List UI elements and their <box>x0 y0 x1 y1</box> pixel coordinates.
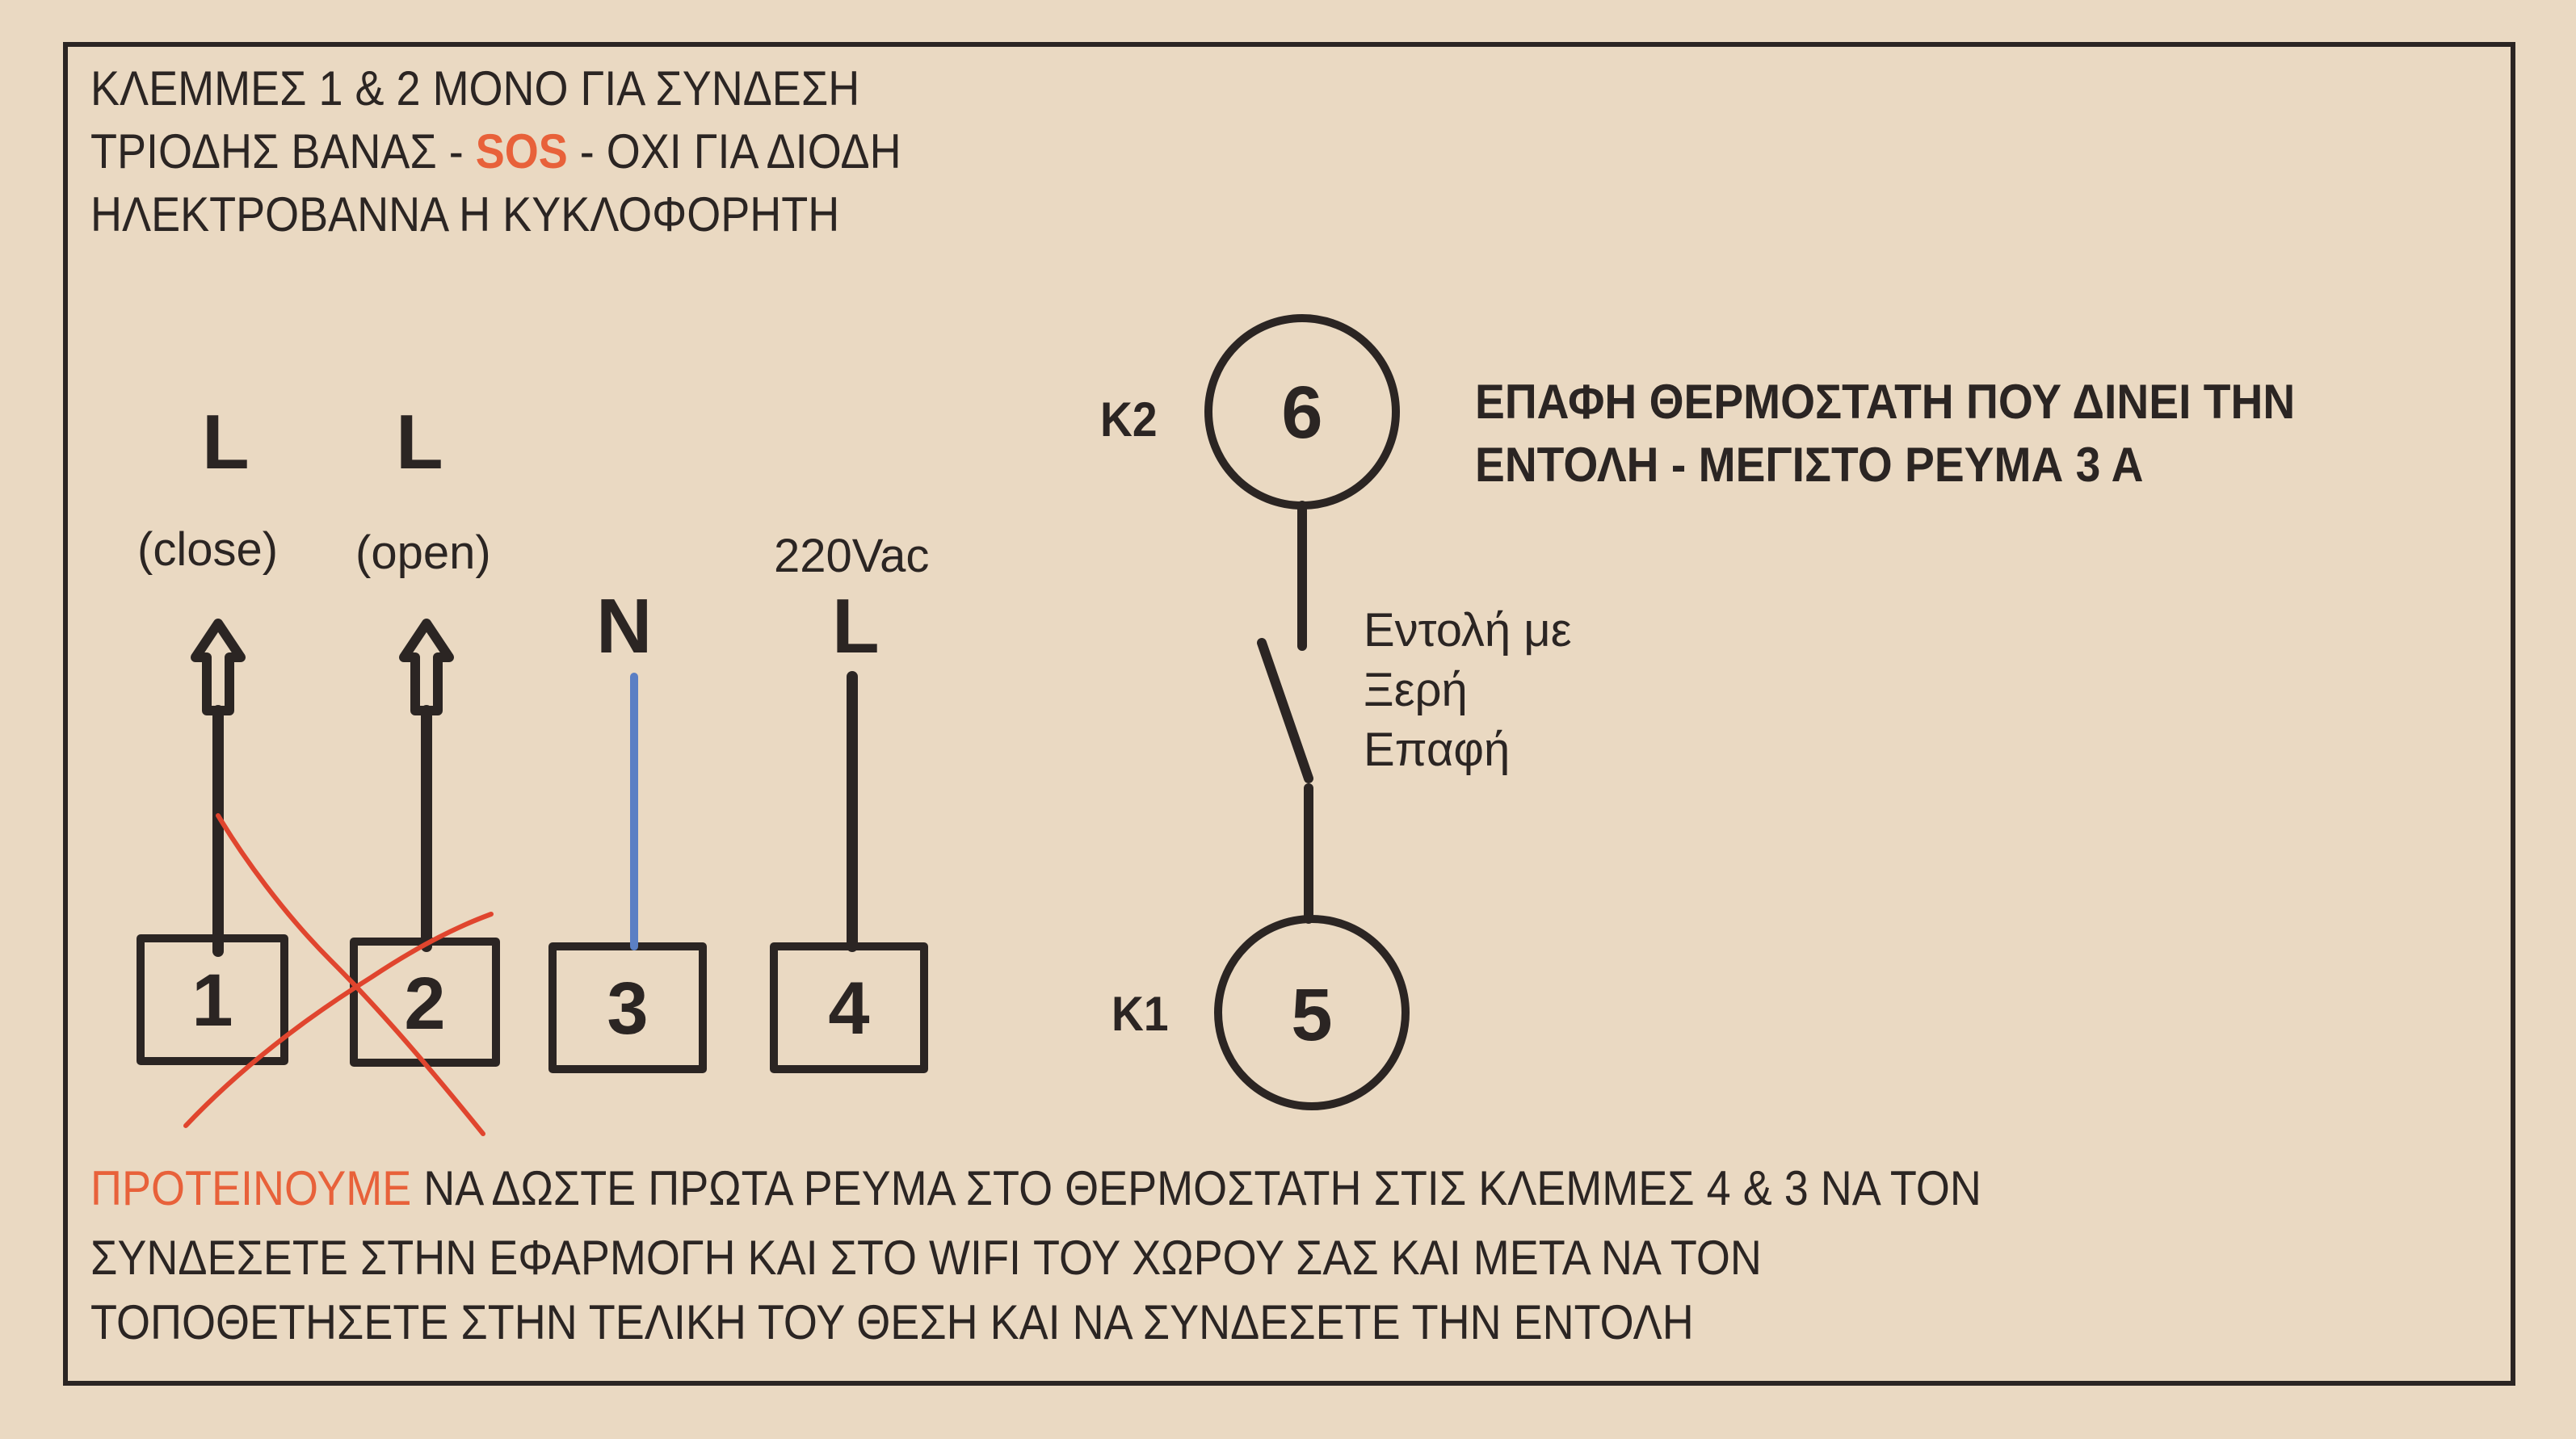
terminal-1-letter: L <box>202 399 250 485</box>
contact-note-line-2: Ξερή <box>1364 664 1468 716</box>
terminal-2-letter: L <box>396 399 443 485</box>
relay-switch-blade <box>1257 638 1313 783</box>
top-note-line-2-pre: ΤΡΙΟΔΗΣ ΒΑΝΑΣ - <box>90 124 476 178</box>
diagram-frame <box>63 42 2515 1386</box>
terminal-3-number: 3 <box>607 967 648 1050</box>
terminal-4-number: 4 <box>828 967 869 1050</box>
bottom-note-line-1: ΠΡΟΤΕΙΝΟΥΜΕ ΝΑ ΔΩΣΤΕ ΠΡΩΤΑ ΡΕΥΜΑ ΣΤΟ ΘΕΡ… <box>90 1164 1981 1213</box>
bottom-note-line-1-rest: ΝΑ ΔΩΣΤΕ ΠΡΩΤΑ ΡΕΥΜΑ ΣΤΟ ΘΕΡΜΟΣΤΑΤΗ ΣΤΙΣ… <box>411 1161 1981 1215</box>
contact-note-line-1: Εντολή με <box>1364 604 1572 657</box>
terminal-1-box <box>137 934 288 1065</box>
terminal-2-sub: (open) <box>355 527 491 579</box>
thermostat-note-line-1: ΕΠΑΦΗ ΘΕΡΜΟΣΤΑΤΗ ΠΟΥ ΔΙΝΕΙ ΤΗΝ <box>1475 375 2296 429</box>
terminal-1-number: 1 <box>191 959 233 1042</box>
terminal-5-number: 5 <box>1291 974 1332 1056</box>
bottom-note-highlight: ΠΡΟΤΕΙΝΟΥΜΕ <box>90 1161 412 1215</box>
terminal-1-sub: (close) <box>137 523 279 576</box>
arrow-up-icon-terminal-2 <box>399 619 454 715</box>
terminal-4-letter: L <box>832 583 880 669</box>
cross-mark-icon <box>183 813 494 1136</box>
terminal-3-box <box>548 942 707 1073</box>
top-note-line-3: ΗΛΕΚΤΡΟΒΑΝΝΑ Η ΚΥΚΛΟΦΟΡΗΤΗ <box>90 187 840 241</box>
thermostat-note-line-2: ΕΝΤΟΛΗ - ΜΕΓΙΣΤΟ ΡΕΥΜΑ 3 Α <box>1475 438 2144 492</box>
terminal-6-number: 6 <box>1281 371 1322 454</box>
relay-bottom-label: K1 <box>1112 987 1169 1041</box>
relay-top-label: K2 <box>1100 392 1158 447</box>
contact-note-line-3: Επαφή <box>1364 724 1511 776</box>
terminal-2-number: 2 <box>404 963 445 1045</box>
terminal-4-box <box>770 942 928 1073</box>
bottom-note-line-3: ΤΟΠΟΘΕΤΗΣΕΤΕ ΣΤΗΝ ΤΕΛΙΚΗ ΤΟΥ ΘΕΣΗ ΚΑΙ ΝΑ… <box>90 1295 1694 1349</box>
bottom-note-line-2: ΣΥΝΔΕΣΕΤΕ ΣΤΗΝ ΕΦΑΡΜΟΓΗ ΚΑΙ ΣΤΟ WIFI ΤΟΥ… <box>90 1231 1762 1285</box>
top-note-line-2-post: - ΟΧΙ ΓΙΑ ΔΙΟΔΗ <box>567 124 901 178</box>
arrow-up-icon-terminal-1 <box>191 619 246 715</box>
sos-label: SOS <box>475 124 568 178</box>
terminal-4-sub: 220Vac <box>774 530 930 582</box>
terminal-3-letter: N <box>596 583 653 669</box>
top-note-line-2: ΤΡΙΟΔΗΣ ΒΑΝΑΣ - SOS - ΟΧΙ ΓΙΑ ΔΙΟΔΗ <box>90 128 901 176</box>
top-note-line-1: ΚΛΕΜΜΕΣ 1 & 2 ΜΟΝΟ ΓΙΑ ΣΥΝΔΕΣΗ <box>90 61 860 115</box>
